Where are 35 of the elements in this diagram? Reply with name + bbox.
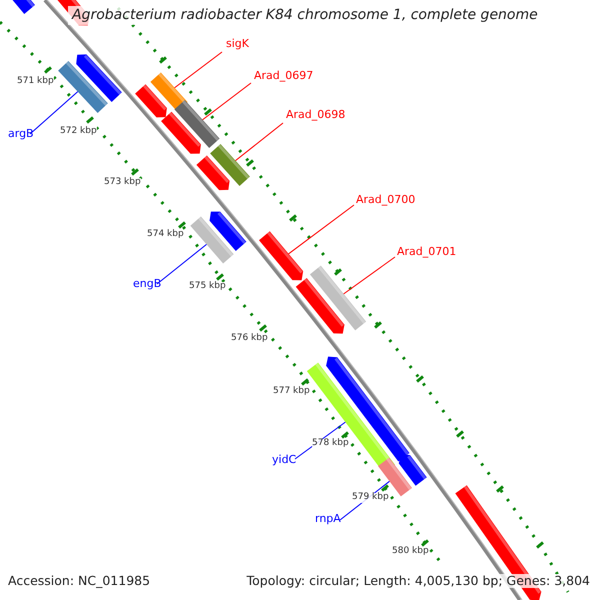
- accession-text: Accession: NC_011985: [8, 574, 150, 588]
- tick-label: 575 kbp: [189, 282, 226, 292]
- leader-line: [288, 204, 354, 254]
- gene-block: [310, 266, 366, 330]
- leader-line: [156, 244, 208, 284]
- gene-label: sigK: [226, 38, 249, 50]
- tick-label: 579 kbp: [352, 493, 389, 503]
- tick-label: 571 kbp: [17, 77, 54, 87]
- leader-line: [235, 122, 284, 162]
- gene-block: [259, 231, 304, 280]
- gene-label: Arad_0700: [356, 194, 416, 206]
- leader-line: [343, 256, 396, 294]
- gene-label: rnpA: [315, 513, 341, 526]
- gene-label: engB: [133, 278, 162, 290]
- leader-line: [174, 52, 222, 88]
- tick-label: 576 kbp: [231, 334, 268, 344]
- gene-block: [174, 100, 220, 148]
- tick-label: 578 kbp: [312, 439, 349, 449]
- tick-label: 572 kbp: [60, 127, 97, 137]
- gene-block: [190, 216, 234, 264]
- gene-block: [210, 144, 250, 186]
- tick-label: 577 kbp: [273, 387, 310, 397]
- gene-block: [58, 61, 108, 113]
- leader-line: [30, 91, 78, 134]
- gene-label: Arad_0701: [397, 246, 456, 258]
- gene-label: argB: [8, 128, 34, 140]
- gene-label: Arad_0697: [254, 70, 314, 82]
- gene-block: [150, 72, 188, 112]
- gene-label: yidC: [272, 454, 296, 466]
- leader-line: [202, 82, 252, 120]
- tick-label: 580 kbp: [392, 547, 429, 557]
- genome-summary-text: Topology: circular; Length: 4,005,130 bp; Genes: 3,804: [246, 574, 590, 588]
- gene-label: Arad_0698: [286, 109, 346, 122]
- tick-label: 573 kbp: [104, 178, 141, 188]
- tick-label: 574 kbp: [147, 230, 184, 240]
